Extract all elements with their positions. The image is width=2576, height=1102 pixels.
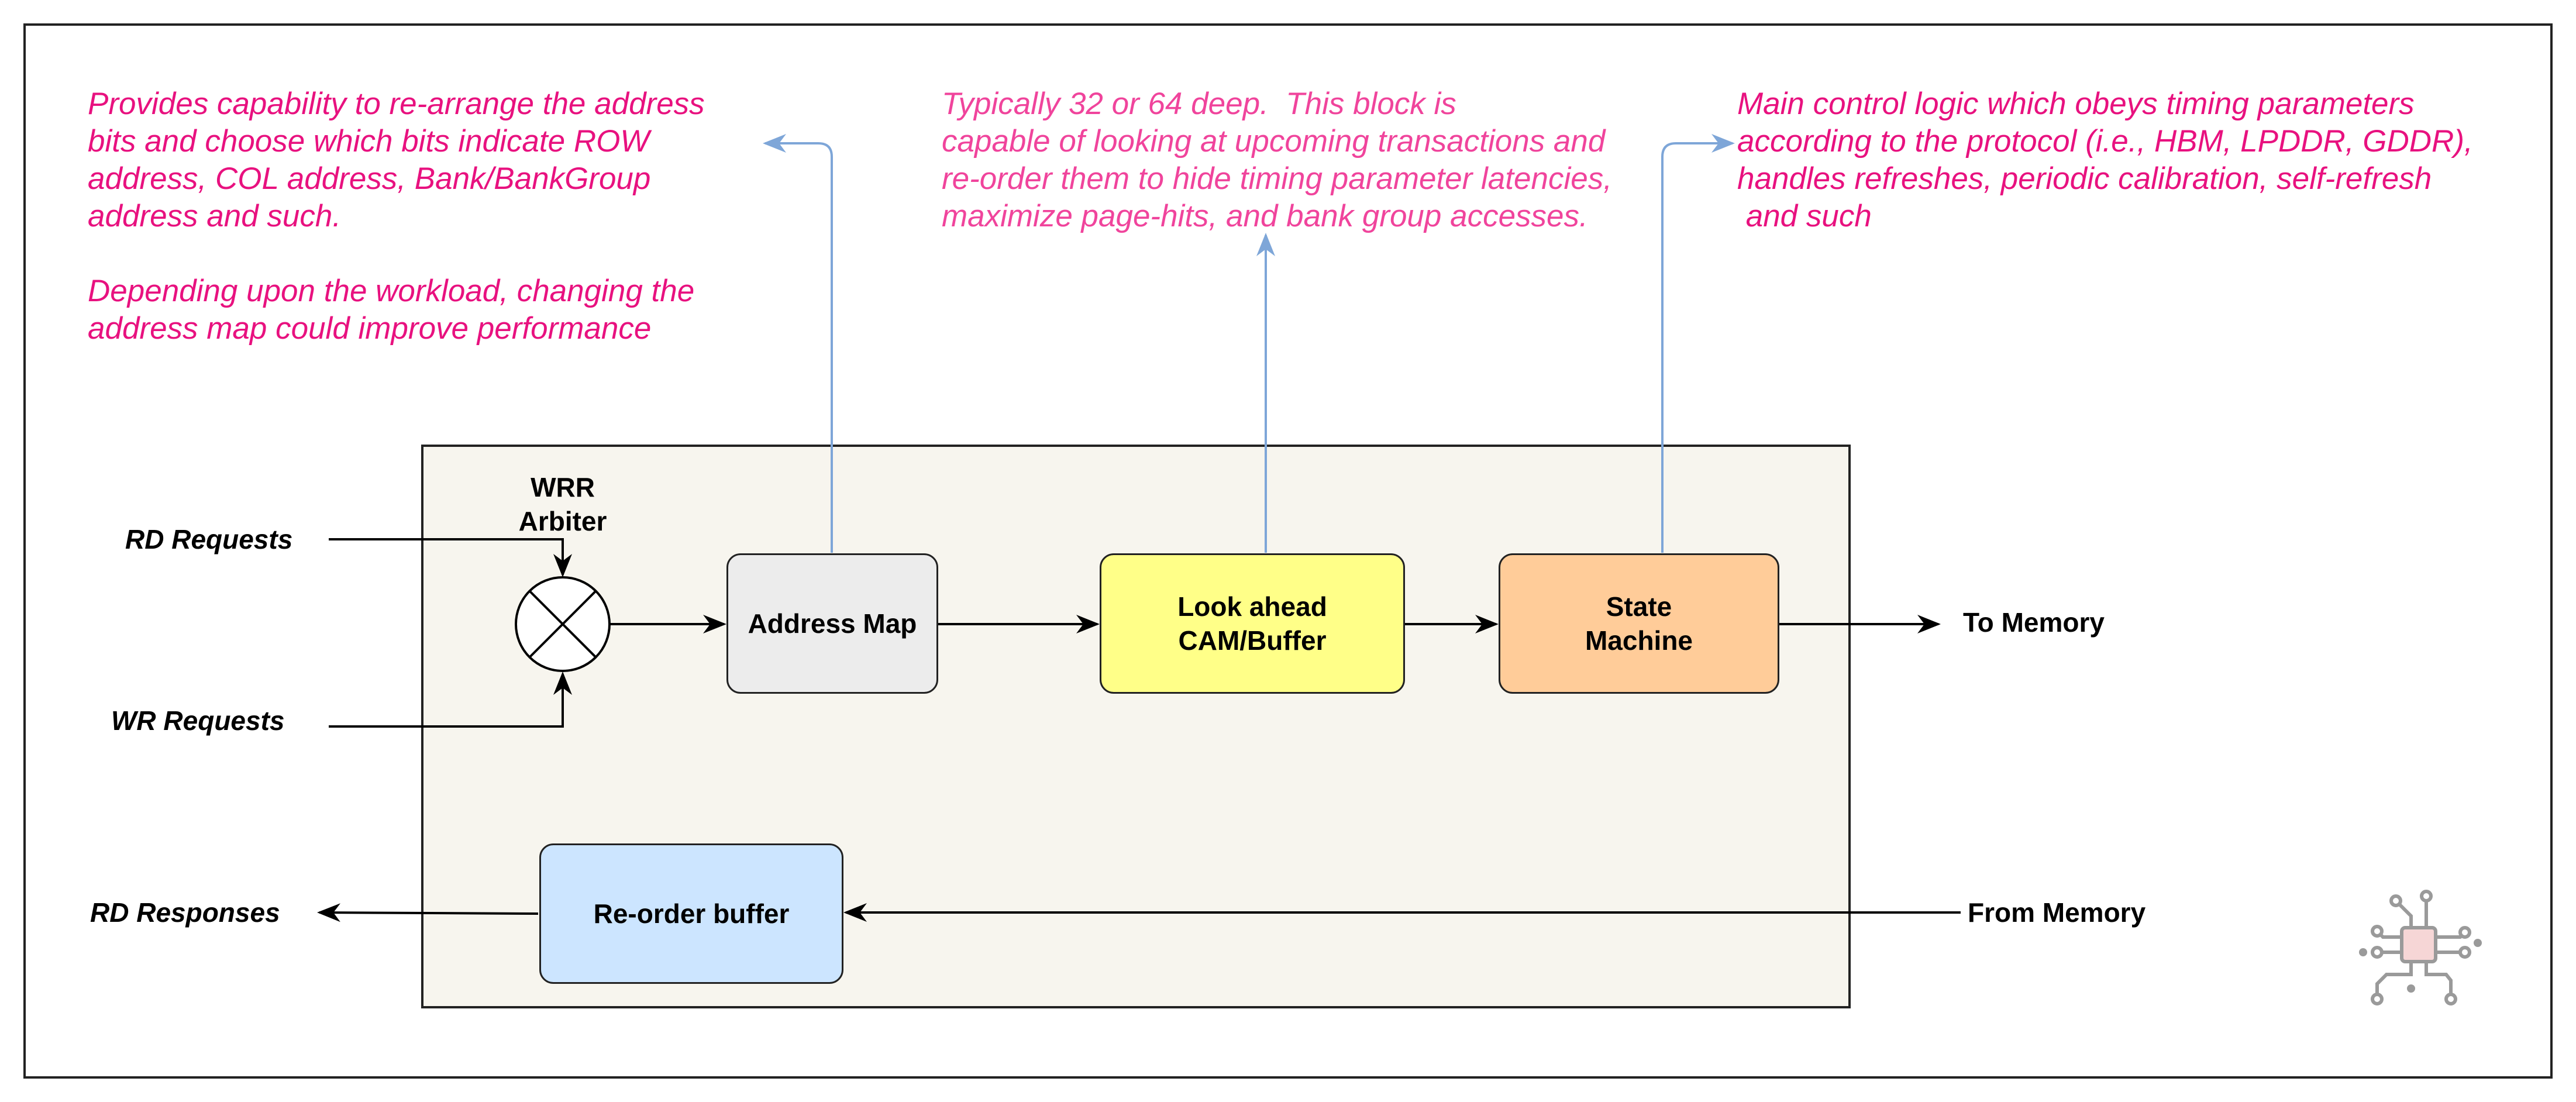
state-machine-block: State Machine [1499, 553, 1779, 694]
state-machine-note-connector [1661, 134, 1735, 553]
from-memory-label: From Memory [1968, 897, 2146, 928]
rd-responses-connector [317, 903, 539, 922]
rd-request-connector [329, 538, 572, 577]
look-ahead-note: Typically 32 or 64 deep. This block is c… [942, 87, 1612, 233]
rd-requests-label: RD Requests [125, 524, 293, 555]
rd-responses-label: RD Responses [90, 897, 280, 928]
address-map-note-connector [763, 134, 833, 553]
address-map-block: Address Map [726, 553, 938, 694]
look-ahead-cam-buffer-block: Look ahead CAM/Buffer [1100, 553, 1405, 694]
outer-frame [23, 23, 2553, 1079]
circuit-chip-logo-icon [2359, 890, 2482, 1005]
state-machine-note: Main control logic which obeys timing pa… [1737, 87, 2473, 233]
wr-request-connector [329, 671, 572, 728]
to-memory-label: To Memory [1963, 607, 2105, 638]
wr-requests-label: WR Requests [111, 705, 285, 736]
wrr-arbiter-label: WRR Arbiter [518, 472, 607, 536]
wrr-arbiter-icon [515, 576, 611, 672]
reorder-buffer-block: Re-order buffer [539, 843, 843, 984]
address-map-note: Provides capability to re-arrange the ad… [88, 87, 705, 346]
